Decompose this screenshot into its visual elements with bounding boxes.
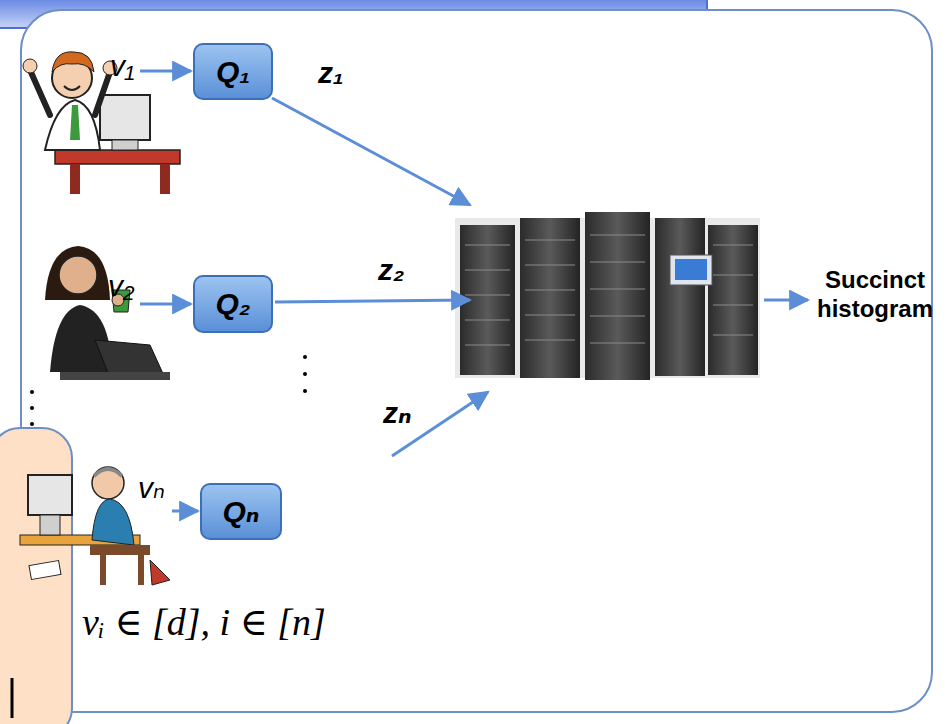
process-box: Q₂ — [193, 275, 273, 333]
user-figure — [45, 246, 170, 380]
server-image — [455, 212, 760, 380]
output-symbol: zₙ — [383, 395, 412, 431]
input-symbol: v₁ — [110, 48, 134, 84]
output-symbol: z₁ — [318, 55, 344, 91]
arrow — [140, 71, 808, 511]
user-figure — [20, 467, 170, 585]
input-symbol: v₂ — [108, 268, 134, 304]
process-box: Q₁ — [193, 43, 273, 100]
ellipsis-dots — [30, 355, 307, 426]
input-symbol: vₙ — [138, 470, 165, 506]
side-box — [0, 428, 72, 724]
cut-line — [11, 678, 14, 718]
box-label: Q₁ — [216, 55, 250, 89]
output-caption: Succinct histogram — [812, 266, 938, 324]
panel — [21, 10, 932, 712]
user-figure — [23, 52, 180, 194]
formula: vᵢ ∈ [d], i ∈ [n] — [82, 600, 326, 646]
output-symbol: z₂ — [378, 252, 404, 288]
process-box: Qₙ — [200, 483, 282, 540]
box-label: Q₂ — [216, 287, 251, 321]
box-label: Qₙ — [222, 494, 259, 529]
